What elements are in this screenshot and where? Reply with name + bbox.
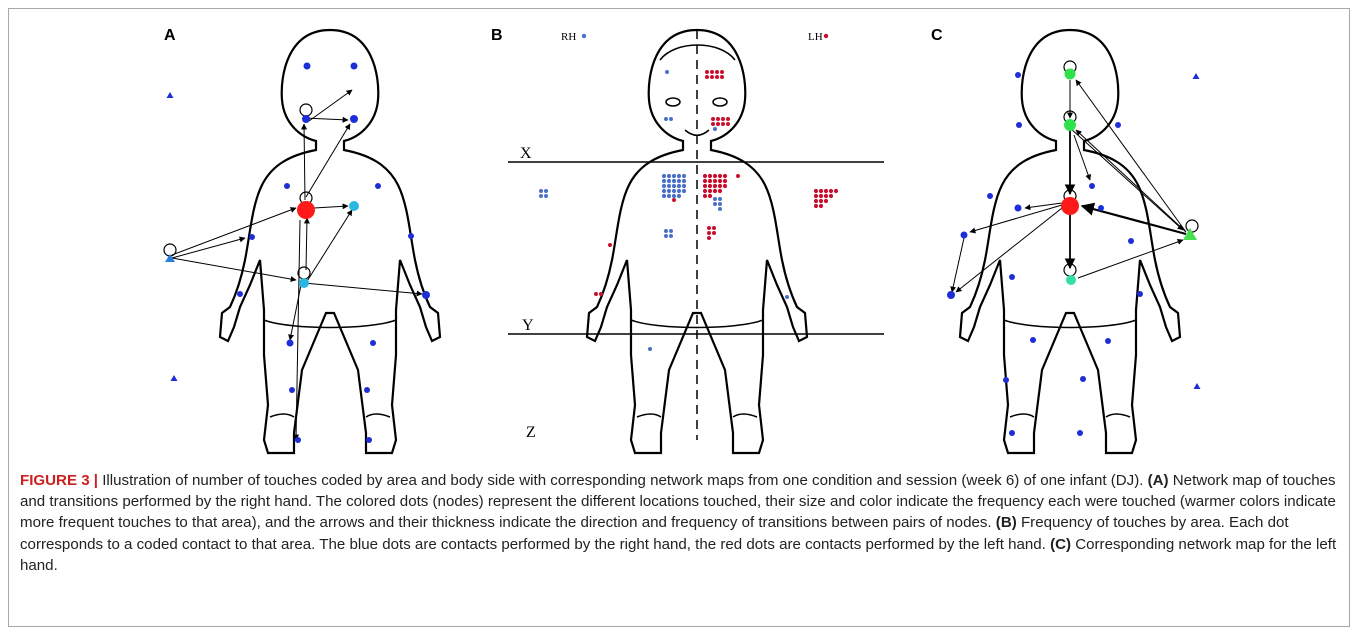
panel-a-label: A (164, 27, 176, 44)
lh-legend-dot (824, 34, 828, 38)
node (1137, 291, 1143, 297)
caption-c-label: (C) (1050, 536, 1071, 553)
rh-dots (539, 70, 789, 351)
panel-b: B RH LH X Y Z (491, 27, 884, 453)
panel-a-body-outline (220, 30, 440, 453)
node (351, 63, 358, 70)
node (350, 115, 358, 123)
node (1115, 122, 1121, 128)
caption-a-label: (A) (1148, 472, 1169, 489)
line-y-label: Y (522, 317, 534, 334)
panel-a: A (164, 27, 440, 453)
outside-node (1194, 383, 1201, 389)
node (408, 233, 414, 239)
panel-c: C (931, 27, 1201, 453)
node (295, 437, 301, 443)
node (304, 63, 311, 70)
node (289, 387, 295, 393)
node (1077, 430, 1083, 436)
node (1080, 376, 1086, 382)
node (364, 387, 370, 393)
node (947, 291, 955, 299)
line-x-label: X (520, 145, 532, 162)
node (1030, 337, 1036, 343)
panel-b-label: B (491, 27, 503, 44)
node (366, 437, 372, 443)
node (1089, 183, 1095, 189)
node-cyan (349, 201, 359, 211)
caption-intro: Illustration of number of touches coded … (98, 472, 1148, 489)
node-green (1064, 119, 1076, 131)
outside-node (171, 375, 178, 381)
figure-number: FIGURE 3 | (20, 472, 98, 489)
node-green (1065, 69, 1076, 80)
node (284, 183, 290, 189)
rh-legend-dot (582, 34, 586, 38)
node (287, 340, 294, 347)
node (1015, 72, 1021, 78)
caption-b-label: (B) (996, 514, 1017, 531)
node (249, 234, 255, 240)
node (237, 291, 243, 297)
node (1098, 205, 1104, 211)
node (1009, 274, 1015, 280)
panel-c-label: C (931, 27, 943, 44)
panel-c-nodes (947, 72, 1143, 436)
node-cyan (299, 278, 309, 288)
node (1016, 122, 1022, 128)
node (422, 291, 430, 299)
node (1009, 430, 1015, 436)
lh-label: LH (808, 31, 823, 43)
node (1015, 205, 1022, 212)
node (987, 193, 993, 199)
outside-node (1193, 73, 1200, 79)
figure-panels: A (8, 8, 1350, 468)
rh-label: RH (561, 31, 576, 43)
node (370, 340, 376, 346)
node (1105, 338, 1111, 344)
outside-node (167, 92, 174, 98)
node (1128, 238, 1134, 244)
node (1003, 377, 1009, 383)
figure-caption: FIGURE 3 | Illustration of number of tou… (20, 470, 1338, 576)
node (961, 232, 968, 239)
node-red (297, 201, 315, 219)
node-red (1061, 197, 1079, 215)
zone-z-label: Z (526, 424, 536, 441)
node (375, 183, 381, 189)
node-teal (1066, 275, 1076, 285)
node (302, 115, 310, 123)
